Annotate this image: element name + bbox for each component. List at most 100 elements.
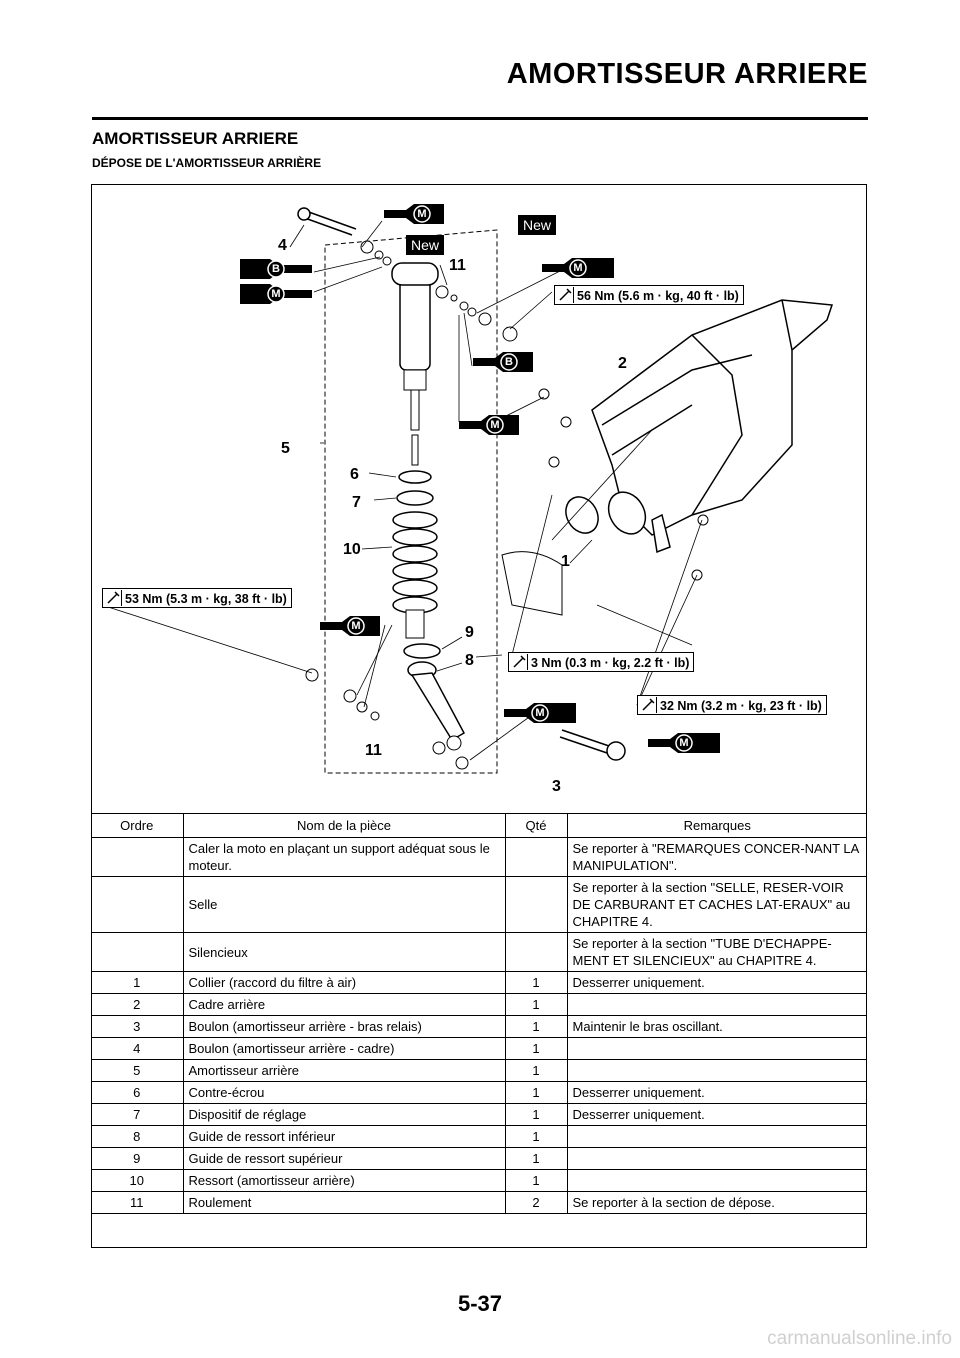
lubricant-tag: M [504, 703, 576, 723]
part-order: 10 [91, 1169, 183, 1192]
part-name: Collier (raccord du filtre à air) [182, 971, 505, 994]
part-name: Selle [182, 876, 505, 933]
torque-spec-box: 32 Nm (3.2 m · kg, 23 ft · lb) [637, 695, 827, 715]
leader-lines [101, 220, 703, 761]
part-order: 6 [91, 1081, 183, 1104]
part-name: Caler la moto en plaçant un support adéq… [182, 837, 505, 877]
torque-spec-box: 3 Nm (0.3 m · kg, 2.2 ft · lb) [508, 652, 695, 672]
section-title: AMORTISSEUR ARRIERE [92, 129, 299, 148]
callout-10: 10 [343, 541, 361, 558]
lock-nut-drawing [398, 470, 432, 484]
header-rule [92, 117, 868, 120]
callout-5: 5 [281, 440, 290, 457]
part-remark [566, 993, 867, 1016]
lubricant-tag: M [240, 284, 312, 304]
shock-lower-eye [410, 672, 466, 742]
content-frame [91, 184, 867, 1248]
lubricant-tag: M [320, 616, 392, 636]
part-name: Amortisseur arrière [182, 1059, 505, 1082]
upper-spring-guide-drawing [403, 643, 441, 659]
new-tag: New [518, 215, 557, 235]
col-header-remarks: Remarques [566, 813, 867, 838]
shock-top-mount [391, 262, 439, 286]
part-name: Dispositif de réglage [182, 1103, 505, 1126]
part-remark [566, 1059, 867, 1082]
part-qty: 1 [504, 1169, 567, 1192]
part-name: Guide de ressort inférieur [182, 1125, 505, 1148]
part-remark: Se reporter à la section de dépose. [566, 1191, 867, 1214]
callout-2: 2 [618, 355, 627, 372]
part-name: Ressort (amortisseur arrière) [182, 1169, 505, 1192]
part-qty: 1 [504, 1081, 567, 1104]
table-row: 10 Ressort (amortisseur arrière) 1 [91, 1169, 867, 1192]
lower-bolt-drawing [559, 729, 613, 755]
callout-1: 1 [561, 553, 570, 570]
part-remark [566, 1169, 867, 1192]
part-remark [566, 1147, 867, 1170]
part-remark [566, 1125, 867, 1148]
table-row: 5 Amortisseur arrière 1 [91, 1059, 867, 1082]
part-name: Contre-écrou [182, 1081, 505, 1104]
callout-8: 8 [465, 652, 474, 669]
spring-drawing [392, 511, 438, 614]
part-order: 11 [91, 1191, 183, 1214]
table-row: Caler la moto en plaçant un support adéq… [91, 837, 867, 877]
part-name: Roulement [182, 1191, 505, 1214]
part-order: 9 [91, 1147, 183, 1170]
page-number: 5-37 [457, 1291, 503, 1316]
adjuster-drawing [396, 490, 434, 506]
part-qty: 1 [504, 1147, 567, 1170]
part-name: Boulon (amortisseur arrière - cadre) [182, 1037, 505, 1060]
parts-table: Ordre Nom de la pièce Qté Remarques Cale… [91, 813, 867, 1214]
callout-3: 3 [552, 778, 561, 795]
callout-11-top: 11 [449, 257, 466, 274]
table-row: 2 Cadre arrière 1 [91, 993, 867, 1016]
col-header-order: Ordre [91, 813, 183, 838]
part-remark: Se reporter à la section "TUBE D'ECHAPPE… [566, 932, 867, 972]
part-remark: Maintenir le bras oscillant. [566, 1015, 867, 1038]
callout-6: 6 [350, 466, 359, 483]
part-qty: 2 [504, 1191, 567, 1214]
part-name: Boulon (amortisseur arrière - bras relai… [182, 1015, 505, 1038]
new-tag: New [406, 235, 445, 255]
part-order: 8 [91, 1125, 183, 1148]
table-row: Selle Se reporter à la section "SELLE, R… [91, 876, 867, 933]
part-order: 2 [91, 993, 183, 1016]
lubricant-tag: M [648, 733, 720, 753]
callout-7: 7 [352, 494, 361, 511]
torque-spec-box: 56 Nm (5.6 m · kg, 40 ft · lb) [554, 285, 744, 305]
part-remark: Se reporter à "REMARQUES CONCER-NANT LA … [566, 837, 867, 877]
part-qty: 1 [504, 1059, 567, 1082]
col-header-qty: Qté [504, 813, 567, 838]
table-row: 1 Collier (raccord du filtre à air) 1 De… [91, 971, 867, 994]
part-qty: 1 [504, 1037, 567, 1060]
watermark: carmanualsonline.info [767, 1328, 952, 1349]
part-remark: Desserrer uniquement. [566, 1081, 867, 1104]
wrench-icon [511, 654, 528, 670]
torque-spec-box: 53 Nm (5.3 m · kg, 38 ft · lb) [102, 588, 292, 608]
part-remark: Desserrer uniquement. [566, 971, 867, 994]
part-order: 1 [91, 971, 183, 994]
callout-11-bottom: 11 [365, 742, 382, 759]
part-qty: 1 [504, 1103, 567, 1126]
callout-4: 4 [278, 237, 287, 254]
part-remark: Se reporter à la section "SELLE, RESER-V… [566, 876, 867, 933]
part-order: 3 [91, 1015, 183, 1038]
part-order: 7 [91, 1103, 183, 1126]
table-row: Silencieux Se reporter à la section "TUB… [91, 932, 867, 972]
table-row: 8 Guide de ressort inférieur 1 [91, 1125, 867, 1148]
wrench-icon [105, 590, 122, 606]
part-name: Cadre arrière [182, 993, 505, 1016]
table-row: 6 Contre-écrou 1 Desserrer uniquement. [91, 1081, 867, 1104]
part-qty: 1 [504, 993, 567, 1016]
table-row: 3 Boulon (amortisseur arrière - bras rel… [91, 1015, 867, 1038]
airbox-fragment [501, 551, 563, 616]
lubricant-tag: M [542, 258, 614, 278]
page-header-title: AMORTISSEUR ARRIERE [506, 58, 868, 90]
col-header-name: Nom de la pièce [182, 813, 505, 838]
table-row: 7 Dispositif de réglage 1 Desserrer uniq… [91, 1103, 867, 1126]
section-subtitle: DÉPOSE DE L'AMORTISSEUR ARRIÈRE [92, 156, 322, 170]
part-remark [566, 1037, 867, 1060]
table-header-row: Ordre Nom de la pièce Qté Remarques [91, 813, 867, 838]
part-name: Guide de ressort supérieur [182, 1147, 505, 1170]
